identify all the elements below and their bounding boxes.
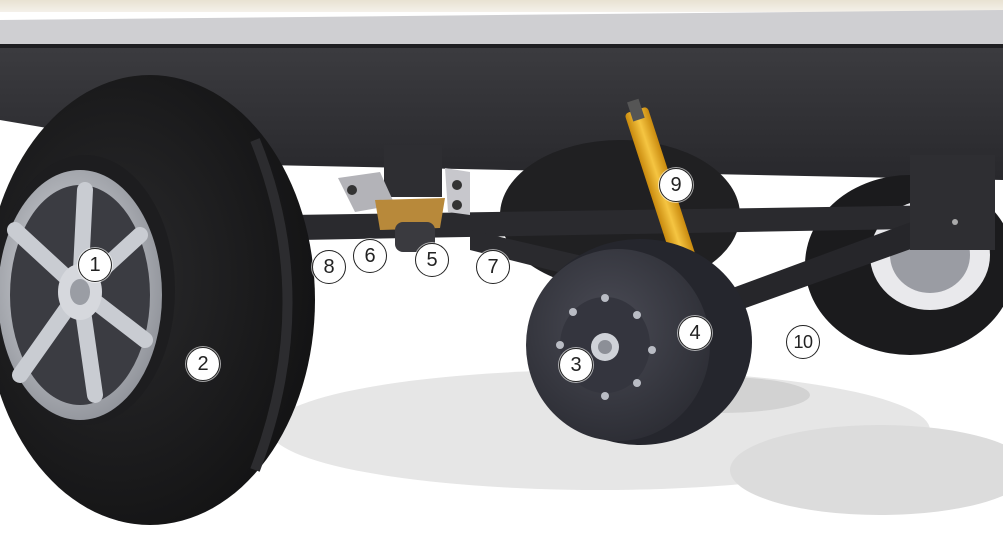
callout-10: 10 [786,325,820,359]
callout-6: 6 [353,239,387,273]
callout-4: 4 [678,316,712,350]
callout-1: 1 [78,248,112,282]
callout-9: 9 [659,168,693,202]
callout-8: 8 [312,250,346,284]
callout-2: 2 [186,347,220,381]
callout-3: 3 [559,348,593,382]
callout-7: 7 [476,250,510,284]
callout-5: 5 [415,243,449,277]
